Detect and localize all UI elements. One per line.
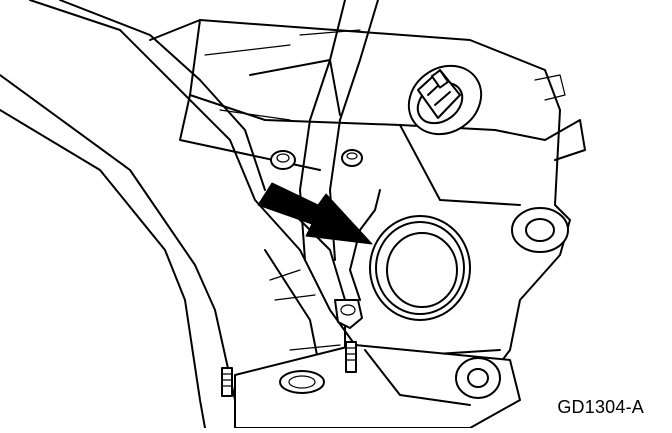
stud-center: [345, 341, 357, 373]
bolt-lower: [334, 299, 363, 329]
engine-housing: [149, 19, 586, 401]
figure-id-label: GD1304-A: [557, 397, 644, 417]
crankshaft-front-seal: [369, 215, 471, 321]
bolt-upper-right: [341, 149, 363, 167]
mounting-boss: [511, 207, 569, 253]
stud-left: [221, 367, 233, 397]
callout-arrow: [257, 182, 373, 245]
sensor-connector: [407, 64, 483, 136]
bolt-upper-left: [270, 150, 296, 170]
lower-bracket: [234, 344, 521, 429]
